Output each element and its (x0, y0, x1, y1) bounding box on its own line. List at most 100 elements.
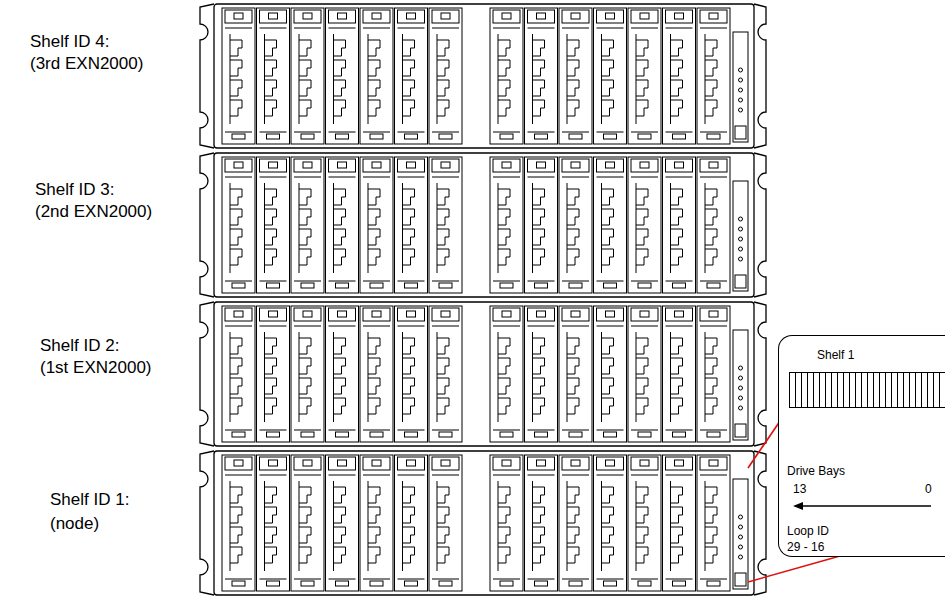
drive-latch (230, 229, 242, 245)
drive-latch (265, 80, 277, 96)
drive-latch (403, 338, 415, 354)
drive-bay (360, 8, 393, 144)
drive-edge (264, 183, 265, 273)
drive-led (269, 13, 278, 19)
drive-grip (500, 581, 513, 586)
drive-bay (326, 8, 359, 144)
indicator-led (739, 257, 743, 261)
drive-latch (705, 80, 717, 96)
drive-latch (567, 378, 579, 394)
drive-led (441, 311, 450, 317)
drive-handle (260, 457, 287, 470)
drive-latch (602, 40, 614, 56)
drive-edge (562, 281, 589, 282)
drive-handle (432, 10, 459, 23)
drive-latch (299, 378, 311, 394)
drive-led (571, 460, 580, 466)
drive-bay (291, 455, 324, 591)
drive-latch (230, 507, 242, 523)
drive-latch (671, 249, 683, 265)
drive-bay (490, 8, 523, 144)
drive-latch (671, 100, 683, 116)
drive-led (606, 162, 615, 168)
drive-edge (368, 183, 369, 273)
drive-bay (594, 8, 627, 144)
drive-edge (597, 326, 624, 327)
drive-edge (225, 281, 252, 282)
panel-text: 13 (793, 482, 806, 496)
drive-grip (301, 134, 314, 139)
drive-handle (666, 457, 693, 470)
drive-edge (528, 430, 555, 431)
drive-grip (673, 134, 686, 139)
drive-edge (705, 34, 706, 124)
drive-led (606, 13, 615, 19)
drive-latch (299, 338, 311, 354)
drive-edge (260, 326, 287, 327)
shelf-ear (754, 153, 766, 297)
drive-latch (567, 338, 579, 354)
drive-latch (533, 487, 545, 503)
drive-edge (299, 481, 300, 571)
drive-bay (326, 306, 359, 442)
drive-latch (265, 507, 277, 523)
drive-edge (230, 34, 231, 124)
shelf-chassis (214, 4, 754, 148)
drive-edge (333, 332, 334, 422)
drive-edge (398, 326, 425, 327)
drive-latch (533, 338, 545, 354)
drive-edge (700, 177, 727, 178)
drive-bay (429, 157, 462, 293)
arrow-head (793, 502, 803, 510)
drive-led (372, 13, 381, 19)
drive-edge (498, 332, 499, 422)
drive-edge (705, 332, 706, 422)
drive-edge (601, 332, 602, 422)
drive-latch (705, 527, 717, 543)
drive-latch (299, 527, 311, 543)
drive-latch (705, 378, 717, 394)
drive-handle (225, 308, 252, 321)
drive-latch (230, 60, 242, 76)
drive-latch (230, 209, 242, 225)
drive-latch (705, 60, 717, 76)
drive-grip (405, 432, 418, 437)
drive-led (709, 460, 718, 466)
drive-edge (299, 34, 300, 124)
drive-led (675, 162, 684, 168)
drive-bay (291, 306, 324, 442)
drive-latch (567, 80, 579, 96)
drive-handle (363, 159, 390, 172)
drive-grip (500, 283, 513, 288)
drive-edge (597, 28, 624, 29)
drive-edge (260, 132, 287, 133)
drive-handle (329, 10, 356, 23)
drive-latch (265, 209, 277, 225)
drive-latch (368, 40, 380, 56)
drive-led (303, 13, 312, 19)
drive-handle (631, 457, 658, 470)
drive-latch (705, 507, 717, 523)
indicator-strip (733, 330, 748, 440)
drive-edge (562, 430, 589, 431)
drive-latch (403, 229, 415, 245)
drive-led (640, 13, 649, 19)
drive-bay (697, 455, 730, 591)
drive-led (372, 162, 381, 168)
drive-grip (336, 581, 349, 586)
drive-latch (498, 378, 510, 394)
drive-bay (360, 157, 393, 293)
drive-led (234, 460, 243, 466)
drive-latch (368, 209, 380, 225)
drive-latch (705, 338, 717, 354)
drive-latch (265, 229, 277, 245)
drive-edge (432, 475, 459, 476)
indicator-led (739, 535, 743, 539)
drive-latch (265, 338, 277, 354)
drive-latch (265, 547, 277, 563)
drive-handle (294, 308, 321, 321)
drive-grip (569, 432, 582, 437)
drive-handle (597, 159, 624, 172)
drive-bay (525, 8, 558, 144)
drive-latch (368, 398, 380, 414)
